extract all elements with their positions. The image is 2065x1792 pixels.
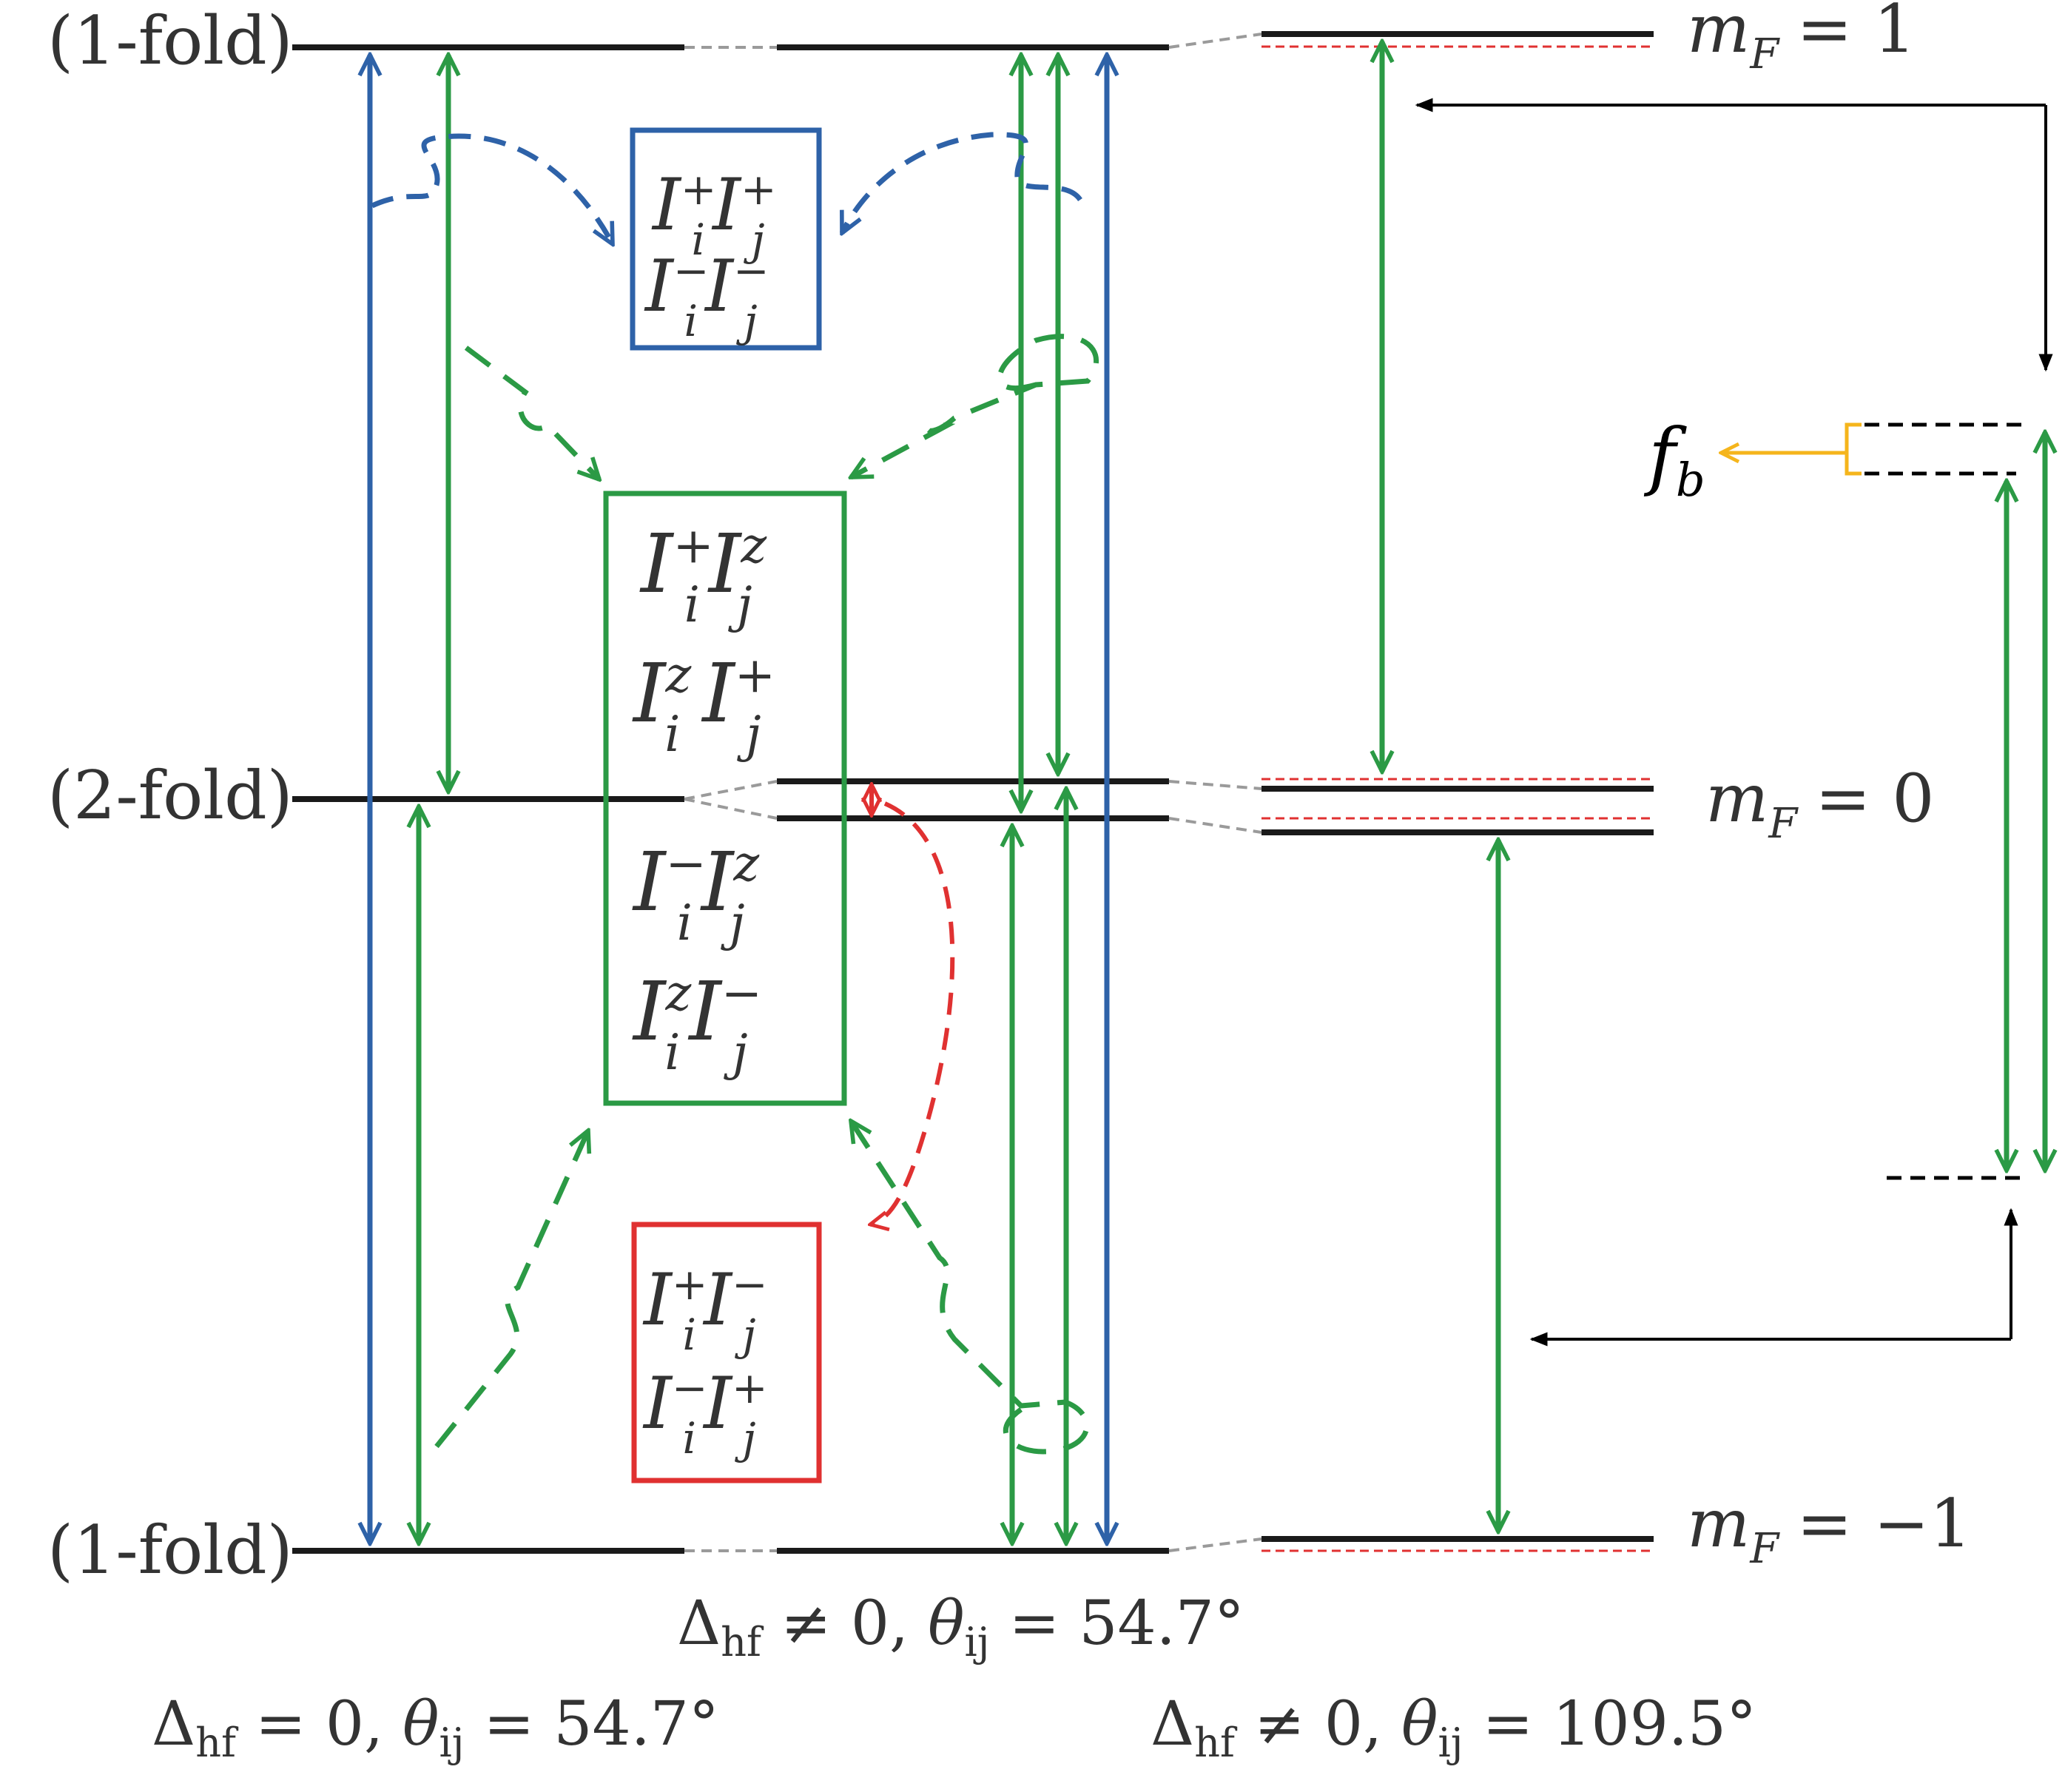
green-dashed-arrow-upper-left — [464, 346, 599, 479]
blue-dashed-arrow-right — [839, 132, 1082, 233]
green-operator-box — [603, 491, 847, 1106]
fb-inset: fb — [1415, 98, 2046, 1347]
connector-line — [1168, 1537, 1262, 1552]
column-2-transitions — [872, 55, 1107, 1543]
column-2-levels — [777, 44, 1169, 1554]
red-dashed-arrow — [870, 801, 955, 1225]
caption-middle: Δhf ≠ 0, θij = 54.7° — [677, 1589, 1244, 1665]
green-dashed-arrow-upper-right — [851, 334, 1099, 480]
column-1-transitions — [370, 55, 448, 1543]
level-label-top: (1-fold) — [47, 2, 293, 80]
gray-connectors — [684, 33, 1262, 1552]
connector-line — [1168, 817, 1262, 834]
red-operator-box — [631, 1222, 822, 1483]
fb-bracket — [1845, 422, 1862, 476]
column-1-levels — [292, 44, 684, 1554]
blue-dashed-arrow-left — [371, 133, 616, 244]
caption-right: Δhf ≠ 0, θij = 109.5° — [1151, 1689, 1756, 1766]
green-dashed-couplings — [434, 334, 1099, 1455]
fb-label: fb — [1643, 412, 1705, 507]
mf-label-middle: mF= 0 — [1705, 760, 1934, 848]
level-label-middle: (2-fold) — [47, 757, 293, 835]
blue-operator-box — [630, 127, 822, 351]
caption-left: Δhf = 0, θij = 54.7° — [152, 1689, 719, 1766]
connector-line — [684, 780, 778, 801]
mf-label-top: mF= 1 — [1687, 0, 1916, 78]
connector-line — [1168, 780, 1262, 790]
green-dashed-arrow-lower-left — [434, 1131, 588, 1449]
column-3-levels — [1261, 31, 1654, 1552]
connector-line — [684, 798, 778, 820]
blue-dashed-couplings — [371, 132, 1082, 244]
red-dashed-coupling — [870, 801, 955, 1225]
level-label-bottom: (1-fold) — [47, 1512, 293, 1589]
mf-label-bottom: mF= −1 — [1687, 1485, 1972, 1573]
connector-line — [1168, 33, 1262, 49]
green-dashed-arrow-lower-right — [851, 1121, 1090, 1455]
column-3-transitions — [1382, 41, 1498, 1532]
